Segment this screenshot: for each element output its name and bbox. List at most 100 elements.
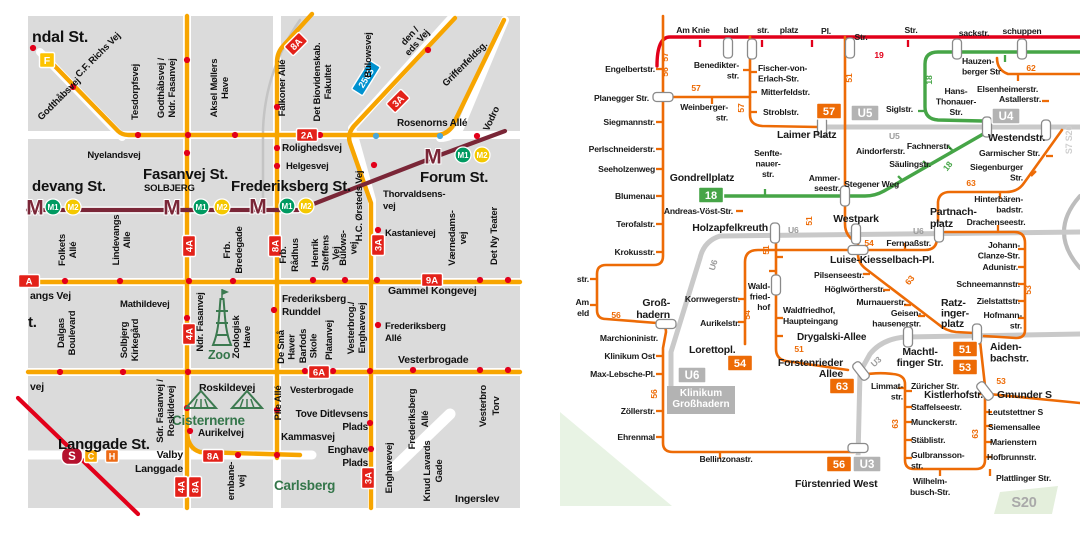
badge-s: S [60, 446, 84, 466]
label-hinterb-ren: Hinterbären-badstr. [974, 194, 1023, 215]
label-wilhelm: Wilhelm-busch-Str. [910, 476, 950, 497]
label-s20: S20 [1011, 495, 1036, 511]
label-57: 57 [660, 52, 670, 62]
badge-9a: 9A [420, 272, 444, 288]
label-adunistr: Adunistr. [983, 262, 1018, 272]
label-63: 63 [970, 429, 980, 439]
station-marker [1040, 119, 1052, 141]
badge-bg [951, 340, 979, 358]
label-murnauerstr: Murnauerstr. [856, 297, 906, 307]
svg-text:M2: M2 [300, 202, 312, 211]
badge-bg [283, 31, 309, 57]
badge-bg [852, 455, 882, 473]
label-63: 63 [966, 178, 976, 188]
label-mathildevej: Mathildevej [120, 299, 170, 310]
m2-icon [473, 146, 491, 164]
label-am-knie: Am Knie [676, 25, 710, 35]
m2-icon [297, 197, 315, 215]
station-marker [769, 222, 781, 244]
label-roskildevej: Roskildevej [199, 382, 255, 394]
stop-dot [504, 366, 512, 374]
label-perlschneiderstr: Perlschneiderstr. [589, 144, 655, 154]
label-sdr-fasanvej: Sdr. Fasanvej /Roskildevej [155, 379, 177, 443]
label-19: 19 [874, 50, 884, 60]
badge-m1: M1 [44, 198, 62, 216]
badge-63: 63 [828, 377, 856, 395]
station-marker [722, 37, 734, 59]
svg-text:Großhadern: Großhadern [672, 399, 729, 410]
label-aiden: Aiden-bachstr. [990, 341, 1029, 365]
stop-dot [374, 226, 382, 234]
label-frb: Frb.Rådhus [278, 238, 301, 272]
label-lindevangs: LindevangsAlle [111, 215, 133, 266]
badge-bg [420, 272, 444, 288]
stop-tick [897, 175, 904, 182]
bus-51-63-diagonal [856, 252, 976, 335]
label-rosenorns-all: Rosenorns Allé [397, 118, 468, 129]
label-fernpa-str: Fernpaßstr. [886, 238, 931, 248]
label-56: 56 [660, 67, 670, 77]
badge-bg [351, 60, 381, 96]
tower-icon [211, 289, 233, 346]
svg-text:M1: M1 [47, 203, 59, 212]
badge-bg [83, 448, 99, 464]
stop-dot [29, 44, 37, 52]
svg-text:51: 51 [959, 344, 971, 356]
label-devang-st: devang St. [32, 178, 106, 195]
badge-6a: 6A [307, 364, 331, 380]
label-57: 57 [691, 83, 701, 93]
m1-icon [454, 146, 472, 164]
metro-logo-icon: M [249, 196, 267, 219]
label-enghavevej: Enghavevej [384, 443, 395, 494]
label-hofbrunnstr: Hofbrunnstr. [987, 452, 1036, 462]
label-luise-kiesselbach-pl: Luise-Kiesselbach-Pl. [830, 254, 935, 266]
svg-text:M2: M2 [216, 203, 228, 212]
badge-57: 57 [815, 102, 843, 120]
label-henrik: HenrikSteffensVej [310, 235, 342, 271]
stop-dot [476, 366, 484, 374]
badge-bg [267, 234, 283, 258]
svg-text:4A: 4A [184, 328, 195, 340]
badge-c: C [83, 448, 99, 464]
label-t: t. [28, 314, 37, 331]
label-schuppen: schuppen [1003, 26, 1042, 36]
svg-text:63: 63 [836, 381, 848, 393]
bus-2a-godthaabsvej [42, 17, 507, 138]
label-westpark: Westpark [833, 213, 879, 225]
label-knud-lavards: Knud LavardsGade [422, 441, 445, 502]
label-z-llerstr: Zöllerstr. [621, 406, 655, 416]
label-holzapfelkreuth: Holzapfelkreuth [692, 222, 768, 234]
stop-dot [341, 276, 349, 284]
badge-4a: 4A [181, 322, 197, 346]
bus-56-57-north [595, 14, 856, 454]
label-langgade-st: Langgade St. [58, 436, 150, 453]
label-v-rnedams: Værnedams-vej [447, 210, 469, 266]
stop-dot [374, 321, 382, 329]
svg-text:S: S [68, 451, 76, 463]
station-marker [852, 361, 870, 381]
badge-bg [295, 127, 319, 143]
stop-dot [372, 132, 380, 140]
stop-dot [184, 368, 192, 376]
stop-dot [309, 276, 317, 284]
label-bad: bad [724, 25, 739, 35]
label-s7-s20: S7 S20 [1064, 126, 1074, 155]
badge-bg [201, 448, 225, 464]
label-54: 54 [742, 310, 752, 320]
label-carlsberg: Carlsberg [274, 478, 335, 493]
bus-62 [995, 56, 1080, 76]
badge-8a: 8A [267, 234, 283, 258]
badge-bg [38, 51, 56, 69]
label-tesdorpfsvej: Tesdorpfsvej [130, 64, 141, 120]
stop-dot [231, 131, 239, 139]
svg-text:6A: 6A [313, 367, 325, 378]
badge-mLogo: M [248, 195, 268, 220]
svg-text:U3: U3 [860, 459, 875, 471]
bus-63-northeast [936, 128, 1064, 228]
label-rolighedsvej: Rolighedsvej [282, 143, 342, 154]
label-ernbane: ernbane-vej [226, 462, 248, 501]
